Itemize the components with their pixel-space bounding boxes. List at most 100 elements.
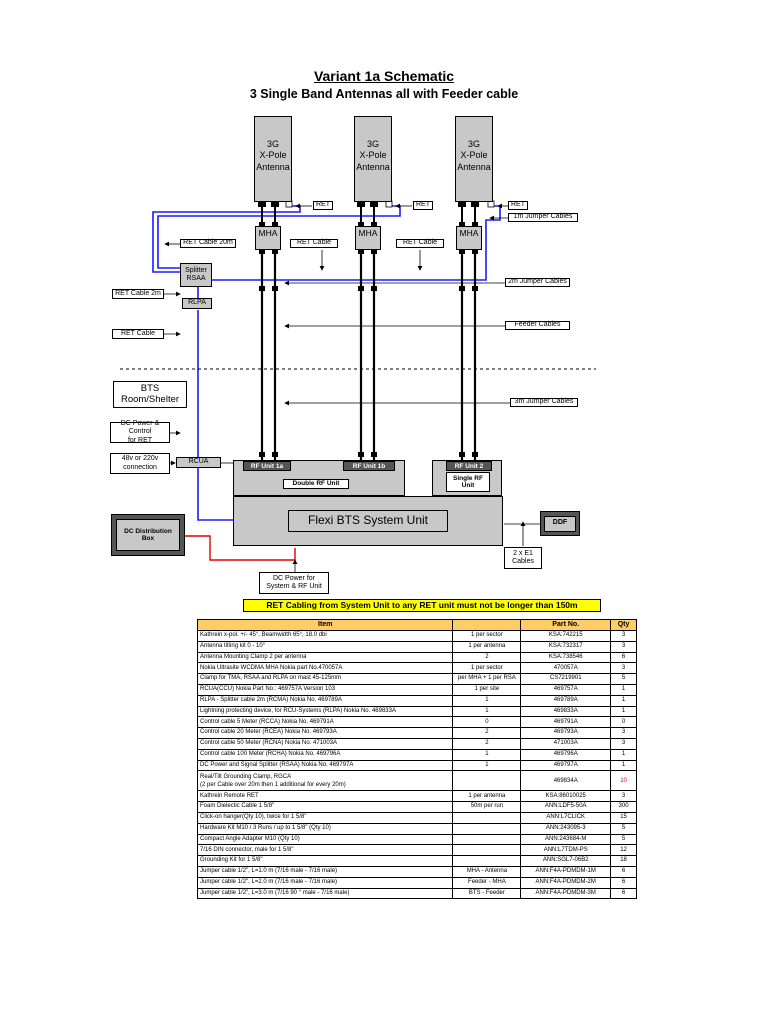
item-cell: Nokia Ultrasite WCDMA MHA Nokia part No.… <box>196 662 454 675</box>
rule-cell <box>452 811 522 824</box>
part-no-cell: KSA:86010025 <box>520 790 612 803</box>
item-cell: Grounding Kit for 1 5/8" <box>196 855 454 867</box>
table-row: Nokia Ultrasite WCDMA MHA Nokia part No.… <box>196 662 637 675</box>
qty-cell: 5 <box>610 833 637 846</box>
mha-3: MHA <box>456 226 482 250</box>
feeder-cables-label: Feeder Cables <box>505 321 570 330</box>
jumper-2m-label: 2m Jumper Cables <box>505 278 570 287</box>
part-no-cell: KSA:738546 <box>520 651 612 664</box>
e1-cables-label: 2 x E1 Cables <box>504 547 542 569</box>
item-cell: Compact Angle Adapter M10 (Qty 10) <box>196 833 454 846</box>
mha-1: MHA <box>255 226 281 250</box>
item-cell: Jumper cable 1/2", L=1.0 m (7/16 male - … <box>196 865 454 878</box>
splitter-rsaa: Splitter RSAA <box>180 263 212 287</box>
rcua: RCUA <box>176 457 221 468</box>
rlpa: RLPA <box>182 298 212 309</box>
qty-cell: 12 <box>610 844 637 857</box>
part-no-cell: 471003A <box>520 737 612 750</box>
table-body: Kathrein x-pol. +/- 45°, Beamwidth 65°, … <box>196 630 637 900</box>
rule-cell <box>452 844 522 857</box>
rf-unit-2: RF Unit 2 <box>446 461 492 471</box>
item-cell: Control cable 100 Meter (RCHA) Nokia No.… <box>196 748 454 761</box>
part-no-cell: ANN:L7CLICK <box>520 811 612 824</box>
ret-label-3: RET <box>508 201 528 210</box>
mha-2: MHA <box>355 226 381 250</box>
ret-cabling-warning: RET Cabling from System Unit to any RET … <box>243 599 601 612</box>
item-cell: Antenna Mounting Clamp 2 per antenna <box>196 651 454 664</box>
qty-cell: 5 <box>610 822 637 835</box>
qty-cell: 6 <box>610 887 637 900</box>
rule-cell: 2 <box>452 651 522 664</box>
item-cell: Control cable 50 Meter (RCNA) Nokia No. … <box>196 737 454 750</box>
table-row: Hardware Kit M10 / 3 Runs / up to 1 5/8"… <box>196 822 637 835</box>
rf-unit-1b: RF Unit 1b <box>343 461 395 471</box>
rule-cell: 1 per sector <box>452 662 522 675</box>
rule-cell <box>452 770 522 792</box>
rule-cell <box>452 822 522 835</box>
jumper-3m-label: 3m Jumper Cables <box>510 398 578 407</box>
bill-of-materials-table: Item Part No. Qty Kathrein x-pol. +/- 45… <box>196 619 637 900</box>
item-cell: Lightning protecting device, for RCU-Sys… <box>196 705 454 718</box>
part-no-cell: 469757A <box>520 683 612 696</box>
item-cell: DC Power and Signal Splitter (RSAA) Noki… <box>196 759 454 772</box>
double-rf-label: Double RF Unit <box>283 479 349 489</box>
rule-cell: 1 <box>452 748 522 761</box>
part-no-cell: 469833A <box>520 705 612 718</box>
part-no-cell: ANN:LDF5-50A <box>520 801 612 813</box>
item-cell: Click-on hanger(Qty 10), twice for 1 5/8… <box>196 811 454 824</box>
table-row: Antenna tilting kit 0 - 10°1 per antenna… <box>196 640 637 653</box>
ret-label-1: RET <box>313 201 333 210</box>
part-no-cell: ANN:F4A-PDMDM-3M <box>520 887 612 900</box>
table-row: Clamp for TMA, RSAA and RLPA on mast 45-… <box>196 673 637 685</box>
rule-cell: Feeder - MHA <box>452 876 522 889</box>
rule-cell <box>452 855 522 867</box>
part-no-cell: ANN:F4A-PDMDM-2M <box>520 876 612 889</box>
item-cell: Hardware Kit M10 / 3 Runs / up to 1 5/8"… <box>196 822 454 835</box>
part-no-cell: ANN:F4A-PDMDM-1M <box>520 865 612 878</box>
header-item: Item <box>196 619 454 631</box>
qty-cell: 3 <box>610 640 637 653</box>
qty-cell: 10 <box>610 770 637 792</box>
rule-cell <box>452 833 522 846</box>
table-header-row: Item Part No. Qty <box>196 619 637 631</box>
item-cell: Antenna tilting kit 0 - 10° <box>196 640 454 653</box>
item-cell: Clamp for TMA, RSAA and RLPA on mast 45-… <box>196 673 454 685</box>
page-title: Variant 1a Schematic <box>313 68 455 84</box>
qty-cell: 3 <box>610 727 637 739</box>
table-row: Kathrein x-pol. +/- 45°, Beamwidth 65°, … <box>196 630 637 642</box>
part-no-cell: 470057A <box>520 662 612 675</box>
item-cell: 7/16 DIN connector, male for 1 5/8" <box>196 844 454 857</box>
table-row: Jumper cable 1/2", L=3.0 m (7/16 90 ° ma… <box>196 887 637 900</box>
qty-cell: 3 <box>610 662 637 675</box>
qty-cell: 6 <box>610 865 637 878</box>
ret-cable-2m-label: RET Cable 2m <box>112 289 164 299</box>
dc-distribution-box: DC Distribution Box <box>111 514 185 556</box>
part-no-cell: CS7219901 <box>520 673 612 685</box>
part-no-cell: 469796A <box>520 748 612 761</box>
rule-cell: 1 per antenna <box>452 790 522 803</box>
qty-cell: 6 <box>610 651 637 664</box>
rule-cell: MHA - Antenna <box>452 865 522 878</box>
item-cell: Jumper cable 1/2", L=3.0 m (7/16 90 ° ma… <box>196 887 454 900</box>
qty-cell: 1 <box>610 748 637 761</box>
jumper-1m-label: 1m Jumper Cables <box>508 213 578 222</box>
table-row: Control cable 100 Meter (RCHA) Nokia No.… <box>196 748 637 761</box>
qty-cell: 1 <box>610 694 637 707</box>
table-row: Click-on hanger(Qty 10), twice for 1 5/8… <box>196 811 637 824</box>
mains-connection-label: 48v or 220v connection <box>110 453 170 474</box>
header-quantity-rule <box>452 619 522 631</box>
ddf: DDF <box>540 511 580 536</box>
page-subtitle: 3 Single Band Antennas all with Feeder c… <box>249 87 519 101</box>
qty-cell: 3 <box>610 790 637 803</box>
rule-cell: 1 per site <box>452 683 522 696</box>
item-cell: Control cable 20 Meter (RCEA) Nokia No. … <box>196 727 454 739</box>
rule-cell: BTS - Feeder <box>452 887 522 900</box>
antenna-1: 3G X-Pole Antenna <box>254 116 292 202</box>
rgca-note: (2 per Cable over 20m then 1 additional … <box>200 781 346 788</box>
item-cell: Kathrein x-pol. +/- 45°, Beamwidth 65°, … <box>196 630 454 642</box>
table-row: Jumper cable 1/2", L=1.0 m (7/16 male - … <box>196 865 637 878</box>
qty-cell: 1 <box>610 683 637 696</box>
item-cell: RLPA - Splitter cable 2m (RCMA) Nokia No… <box>196 694 454 707</box>
